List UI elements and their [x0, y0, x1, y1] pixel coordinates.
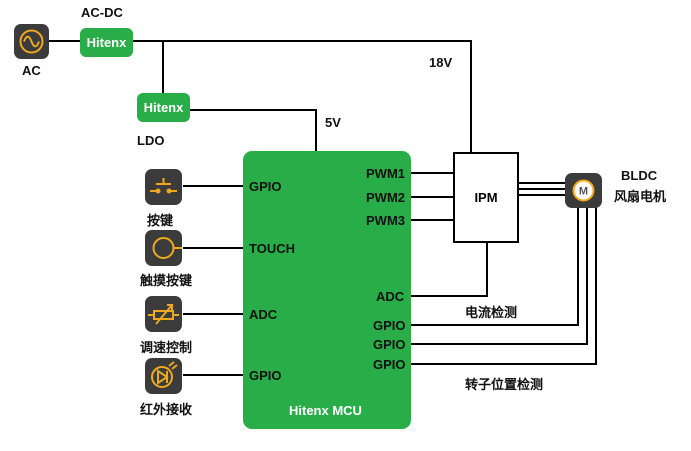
motor-label-line2: 风扇电机: [614, 190, 667, 205]
push-button-icon: [145, 169, 182, 205]
touch-button-icon: [145, 230, 182, 266]
ldo-label: LDO: [137, 133, 165, 148]
mcu-pin-pwm1: PWM1: [366, 166, 405, 181]
infrared-receiver-icon: [145, 358, 182, 394]
svg-text:M: M: [579, 186, 588, 198]
rotor-position-label: 转子位置检测: [465, 378, 544, 393]
touch-button-label: 触摸按键: [140, 274, 193, 289]
acdc-label: AC-DC: [81, 5, 123, 20]
ac-label: AC: [22, 63, 41, 78]
ldo-chip: Hitenx: [137, 93, 190, 122]
ipm-label: IPM: [474, 190, 498, 205]
mcu-pin-gpio-right-3: GPIO: [373, 357, 406, 372]
mcu-pin-pwm3: PWM3: [366, 213, 405, 228]
voltage-5v-label: 5V: [325, 115, 341, 130]
potentiometer-label: 调速控制: [140, 341, 193, 356]
mcu-pin-adc-right: ADC: [376, 289, 405, 304]
mcu-block: [243, 151, 411, 429]
acdc-chip: Hitenx: [80, 28, 133, 57]
voltage-18v-label: 18V: [429, 55, 453, 70]
mcu-pin-touch: TOUCH: [249, 241, 295, 256]
mcu-pin-gpio-right-2: GPIO: [373, 337, 406, 352]
ipm-block: IPM: [453, 152, 519, 243]
mcu-pin-gpio-right-1: GPIO: [373, 318, 406, 333]
infrared-receiver-label: 红外接收: [140, 403, 193, 418]
motor-icon: M: [565, 173, 602, 208]
current-sense-label: 电流检测: [465, 306, 518, 321]
push-button-label: 按键: [147, 214, 174, 229]
mcu-pin-gpio-left-2: GPIO: [249, 368, 282, 383]
potentiometer-icon: [145, 296, 182, 332]
mcu-pin-adc-left: ADC: [249, 307, 278, 322]
ac-source-icon: [14, 24, 49, 59]
mcu-pin-pwm2: PWM2: [366, 190, 405, 205]
motor-label-line1: BLDC: [621, 168, 658, 183]
mcu-pin-gpio-left-1: GPIO: [249, 179, 282, 194]
mcu-name: Hitenx MCU: [289, 403, 362, 418]
